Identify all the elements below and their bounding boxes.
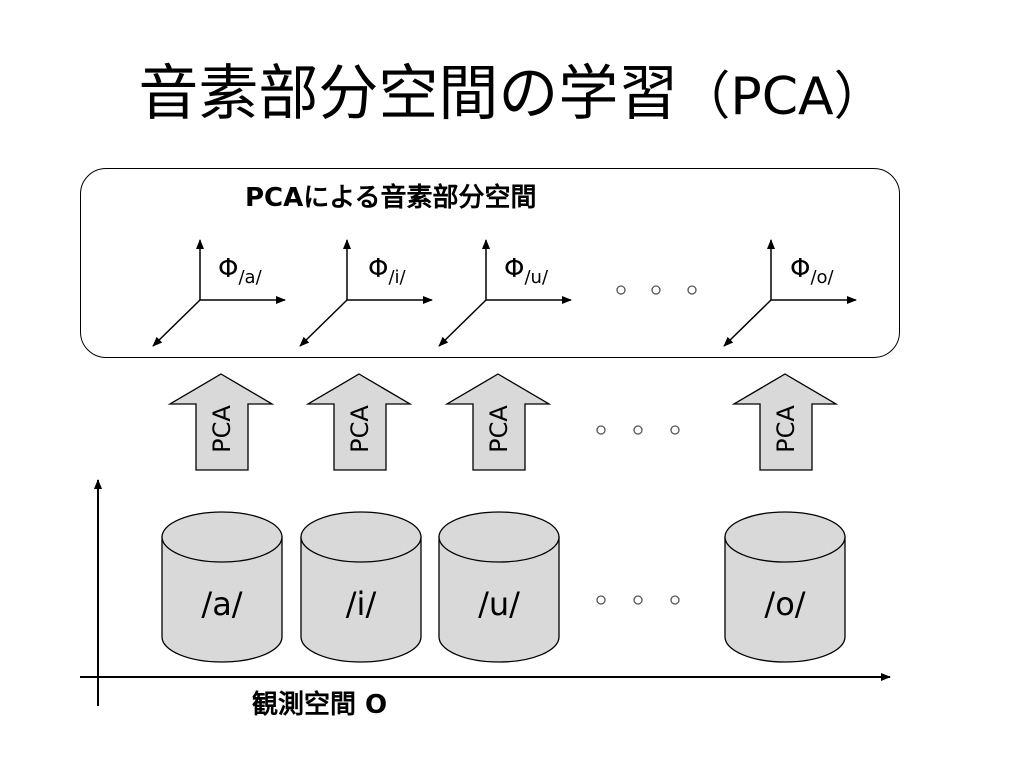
phi-symbol: Φ: [790, 254, 811, 284]
title-paren: （PCA）: [678, 67, 886, 127]
phi-subscript-a: /a/: [238, 267, 262, 288]
ellipsis-dots-middle: [596, 425, 680, 435]
phi-label-a: Φ/a/: [218, 254, 262, 293]
subspace-box-title: PCAによる音素部分空間: [245, 183, 537, 213]
cylinder-label-a: /a/: [201, 585, 243, 623]
cylinder-label-o: /o/: [764, 585, 806, 623]
phi-symbol: Φ: [504, 254, 525, 284]
axes-icon-i: [299, 239, 433, 347]
title-main: 音素部分空間の学習: [138, 59, 679, 129]
subspace-box: [80, 168, 900, 358]
pca-label-a: PCA: [208, 405, 236, 453]
pca-arrow-u: [444, 373, 552, 471]
phi-subscript-o: /o/: [810, 267, 834, 288]
phi-symbol: Φ: [218, 254, 239, 284]
axes-icon-o: [723, 239, 857, 347]
pca-arrow-o: [731, 373, 839, 471]
phi-label-i: Φ/i/: [368, 254, 406, 293]
cylinder-o: [724, 511, 846, 663]
cylinder-label-u: /u/: [478, 585, 520, 623]
phi-symbol: Φ: [368, 254, 389, 284]
cylinder-u: [438, 511, 560, 663]
cylinder-label-i: /i/: [345, 585, 377, 623]
axes-icon-a: [152, 239, 286, 347]
phi-label-u: Φ/u/: [504, 254, 548, 293]
pca-label-o: PCA: [772, 405, 800, 453]
pca-label-i: PCA: [346, 405, 374, 453]
slide-title: 音素部分空間の学習（PCA）: [0, 58, 1024, 133]
phi-subscript-i: /i/: [388, 267, 406, 288]
phi-subscript-u: /u/: [524, 267, 549, 288]
axes-icon-u: [438, 239, 572, 347]
observation-space-label: 観測空間 O: [252, 690, 388, 720]
pca-label-u: PCA: [485, 405, 513, 453]
ellipsis-dots-top: [616, 285, 697, 295]
cylinder-a: [161, 511, 283, 663]
pca-arrow-i: [305, 373, 413, 471]
pca-arrow-a: [167, 373, 275, 471]
cylinder-i: [300, 511, 422, 663]
phi-label-o: Φ/o/: [790, 254, 834, 293]
observation-axes: [80, 479, 891, 706]
ellipsis-dots-bottom: [596, 595, 680, 605]
